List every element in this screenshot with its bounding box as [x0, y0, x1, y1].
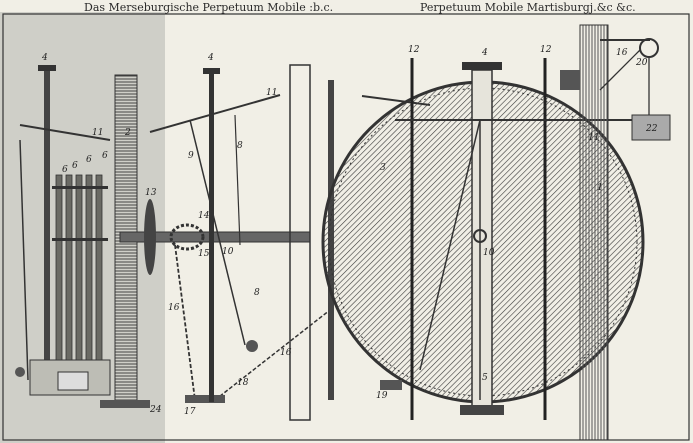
label-top-12b: 12 [540, 45, 552, 55]
label-9: 9 [188, 151, 194, 161]
label-5: 5 [482, 373, 488, 383]
label-wheel-10: 10 [483, 248, 495, 258]
label-10: 10 [222, 247, 234, 257]
label-17: 17 [184, 407, 196, 417]
label-13: 13 [145, 188, 157, 198]
label-18: 18 [237, 378, 249, 388]
label-8b: 8 [254, 288, 260, 298]
label-wheel-3: 3 [380, 163, 386, 173]
caption-left: Das Merseburgische Perpetuum Mobile :b.c… [84, 1, 334, 14]
label-wheel-1: 1 [597, 183, 603, 193]
left-machine [15, 65, 150, 408]
label-6a: 6 [62, 165, 68, 175]
label-weight-22: 22 [645, 124, 658, 134]
label-8: 8 [237, 141, 243, 151]
label-24: 24 [149, 405, 162, 415]
label-2: 2 [124, 128, 131, 138]
label-top-4: 4 [41, 53, 48, 63]
plate-border [2, 13, 690, 441]
central-post [395, 58, 640, 420]
label-top-16: 16 [616, 48, 628, 58]
label-19: 19 [376, 391, 388, 401]
label-16: 16 [168, 303, 180, 313]
label-11: 11 [92, 128, 103, 138]
label-top-20: 20 [635, 58, 648, 68]
label-6c: 6 [86, 155, 92, 165]
label-top-4c: 4 [481, 48, 488, 58]
label-wheel-11: 11 [588, 133, 599, 143]
caption-right: Perpetuum Mobile Martisburgj.&c &c. [420, 1, 636, 14]
foot-pedal [380, 380, 402, 390]
label-14: 14 [198, 211, 210, 221]
label-16b: 16 [280, 348, 292, 358]
label-top-12a: 12 [408, 45, 420, 55]
label-11b: 11 [266, 88, 277, 98]
label-15: 15 [198, 249, 210, 259]
pendulum-frame [149, 68, 281, 402]
label-6b: 6 [72, 161, 78, 171]
label-6d: 6 [102, 151, 108, 161]
pulley-assembly [560, 24, 671, 441]
label-top-4b: 4 [207, 53, 214, 63]
